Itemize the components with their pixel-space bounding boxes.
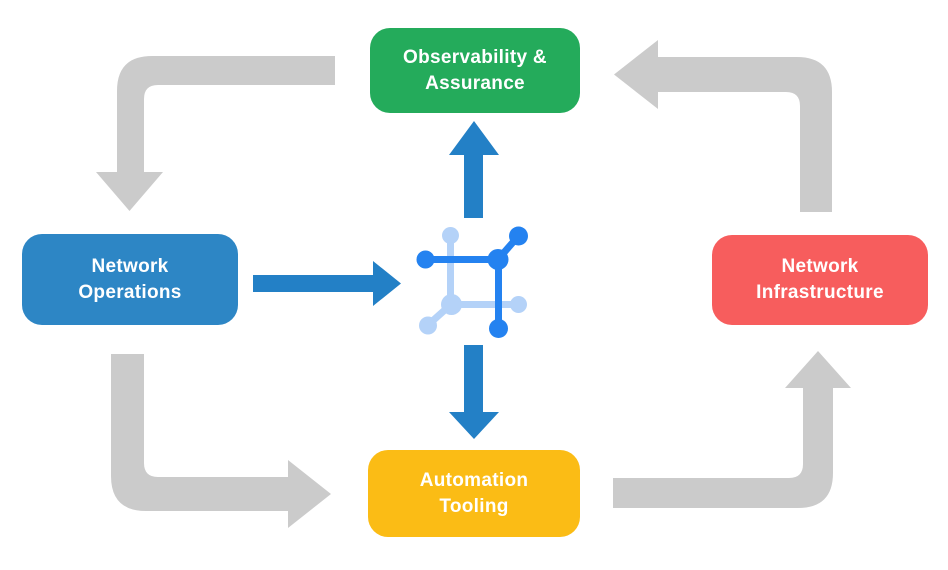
icon-node-right bbox=[510, 296, 527, 313]
node-network-operations: Network Operations bbox=[22, 234, 238, 325]
node-network-operations-label: Network Operations bbox=[78, 255, 182, 303]
icon-junction-top-right bbox=[487, 249, 509, 270]
node-automation-tooling: Automation Tooling bbox=[368, 450, 580, 537]
node-observability-assurance-label: Observability & Assurance bbox=[403, 46, 547, 94]
node-network-infrastructure: Network Infrastructure bbox=[712, 235, 928, 325]
icon-node-bottom bbox=[489, 319, 508, 338]
node-automation-tooling-label: Automation Tooling bbox=[419, 469, 529, 517]
icon-node-left bbox=[416, 250, 435, 269]
icon-node-top bbox=[442, 227, 459, 244]
network-mesh-icon bbox=[416, 226, 528, 338]
cycle-arrow-operations-to-automation bbox=[111, 354, 331, 528]
flow-arrow-operations-to-center bbox=[253, 261, 401, 306]
icon-node-top-right bbox=[509, 226, 528, 246]
cycle-arrow-automation-to-infrastructure bbox=[613, 351, 851, 508]
cycle-arrow-observability-to-operations bbox=[96, 56, 335, 211]
flow-arrow-center-to-automation bbox=[449, 345, 499, 439]
icon-junction-bottom-left bbox=[441, 294, 462, 315]
node-network-infrastructure-label: Network Infrastructure bbox=[756, 256, 884, 303]
node-observability-assurance: Observability & Assurance bbox=[370, 28, 580, 113]
flow-arrow-center-to-observability bbox=[449, 121, 499, 218]
cycle-arrow-infrastructure-to-observability bbox=[614, 40, 832, 212]
icon-node-bottom-left bbox=[419, 316, 437, 335]
